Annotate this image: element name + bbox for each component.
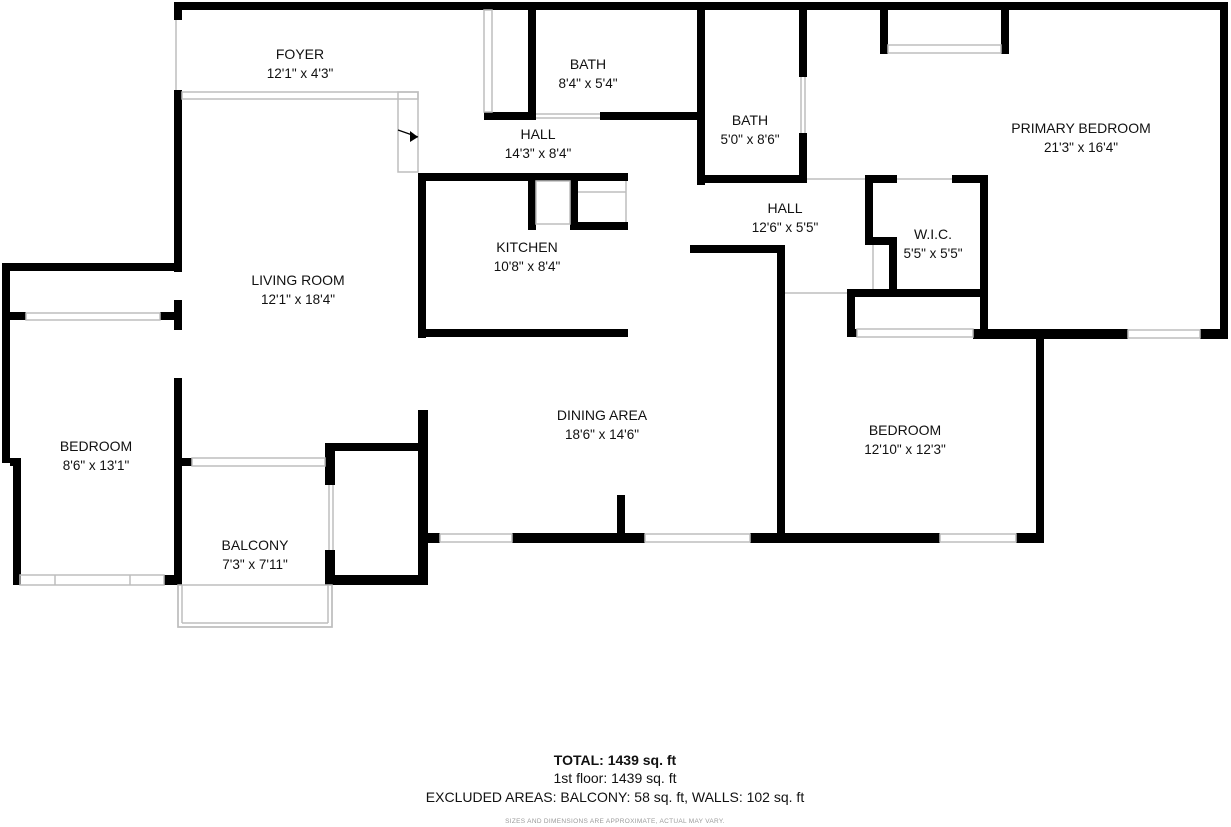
room-name-dining-area: DINING AREA <box>556 407 648 423</box>
room-name-bath-1: BATH <box>569 56 607 72</box>
room-name-bedroom-1: BEDROOM <box>59 438 133 454</box>
room-dims-wic: 5'5" x 5'5" <box>903 246 963 261</box>
room-name-balcony: BALCONY <box>221 537 289 553</box>
room-name-hall-2: HALL <box>767 200 803 216</box>
room-name-primary-bedroom: PRIMARY BEDROOM <box>1011 120 1151 136</box>
total-area: TOTAL: 1439 sq. ft <box>554 752 676 768</box>
room-dims-foyer: 12'1" x 4'3" <box>266 66 334 81</box>
room-dims-dining-area: 18'6" x 14'6" <box>564 427 640 442</box>
room-dims-kitchen: 10'8" x 8'4" <box>493 259 561 274</box>
total-label: TOTAL: <box>553 752 604 768</box>
room-name-foyer: FOYER <box>275 46 325 62</box>
walls <box>2 2 1228 585</box>
room-name-bedroom-2: BEDROOM <box>868 422 942 438</box>
room-name-kitchen: KITCHEN <box>496 239 558 255</box>
room-dims-bedroom-1: 8'6" x 13'1" <box>62 458 130 473</box>
room-dims-bath-2: 5'0" x 8'6" <box>720 132 780 147</box>
room-dims-hall-1: 14'3" x 8'4" <box>504 146 572 161</box>
total-value: 1439 sq. ft <box>607 752 677 768</box>
excluded-areas: EXCLUDED AREAS: BALCONY: 58 sq. ft, WALL… <box>425 789 805 805</box>
room-dims-bath-1: 8'4" x 5'4" <box>558 76 618 91</box>
floor-area: 1st floor: 1439 sq. ft <box>553 770 677 786</box>
markers <box>410 131 418 142</box>
disclaimer: SIZES AND DIMENSIONS ARE APPROXIMATE, AC… <box>505 818 725 825</box>
room-dims-primary-bedroom: 21'3" x 16'4" <box>1043 140 1119 155</box>
room-dims-balcony: 7'3" x 7'11" <box>222 557 288 572</box>
room-name-bath-2: BATH <box>731 112 769 128</box>
room-dims-hall-2: 12'6" x 5'5" <box>751 220 819 235</box>
room-name-wic: W.I.C. <box>913 226 953 242</box>
room-dims-living-room: 12'1" x 18'4" <box>260 292 336 307</box>
room-name-hall-1: HALL <box>520 126 556 142</box>
thin-walls <box>19 9 1201 628</box>
room-name-living-room: LIVING ROOM <box>251 272 345 288</box>
room-dims-bedroom-2: 12'10" x 12'3" <box>864 442 946 457</box>
